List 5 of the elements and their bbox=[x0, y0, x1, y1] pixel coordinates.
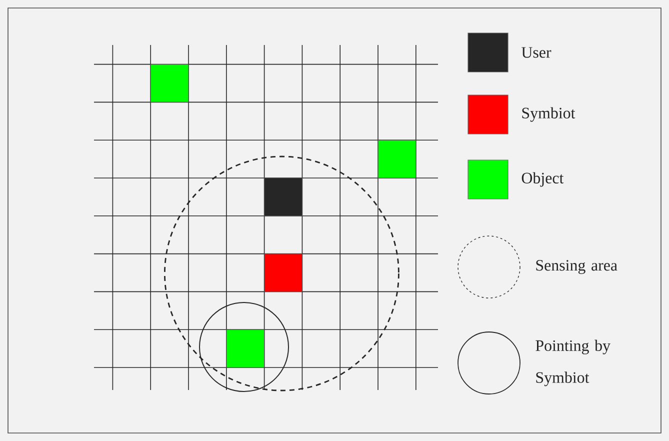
legend-label: Pointing by Symbiot bbox=[536, 340, 610, 386]
legend-label: User bbox=[522, 47, 552, 58]
legend-label: Symbiot bbox=[522, 107, 576, 122]
legend-label: Object bbox=[522, 172, 564, 187]
legend-label: Sensing area bbox=[536, 260, 618, 274]
